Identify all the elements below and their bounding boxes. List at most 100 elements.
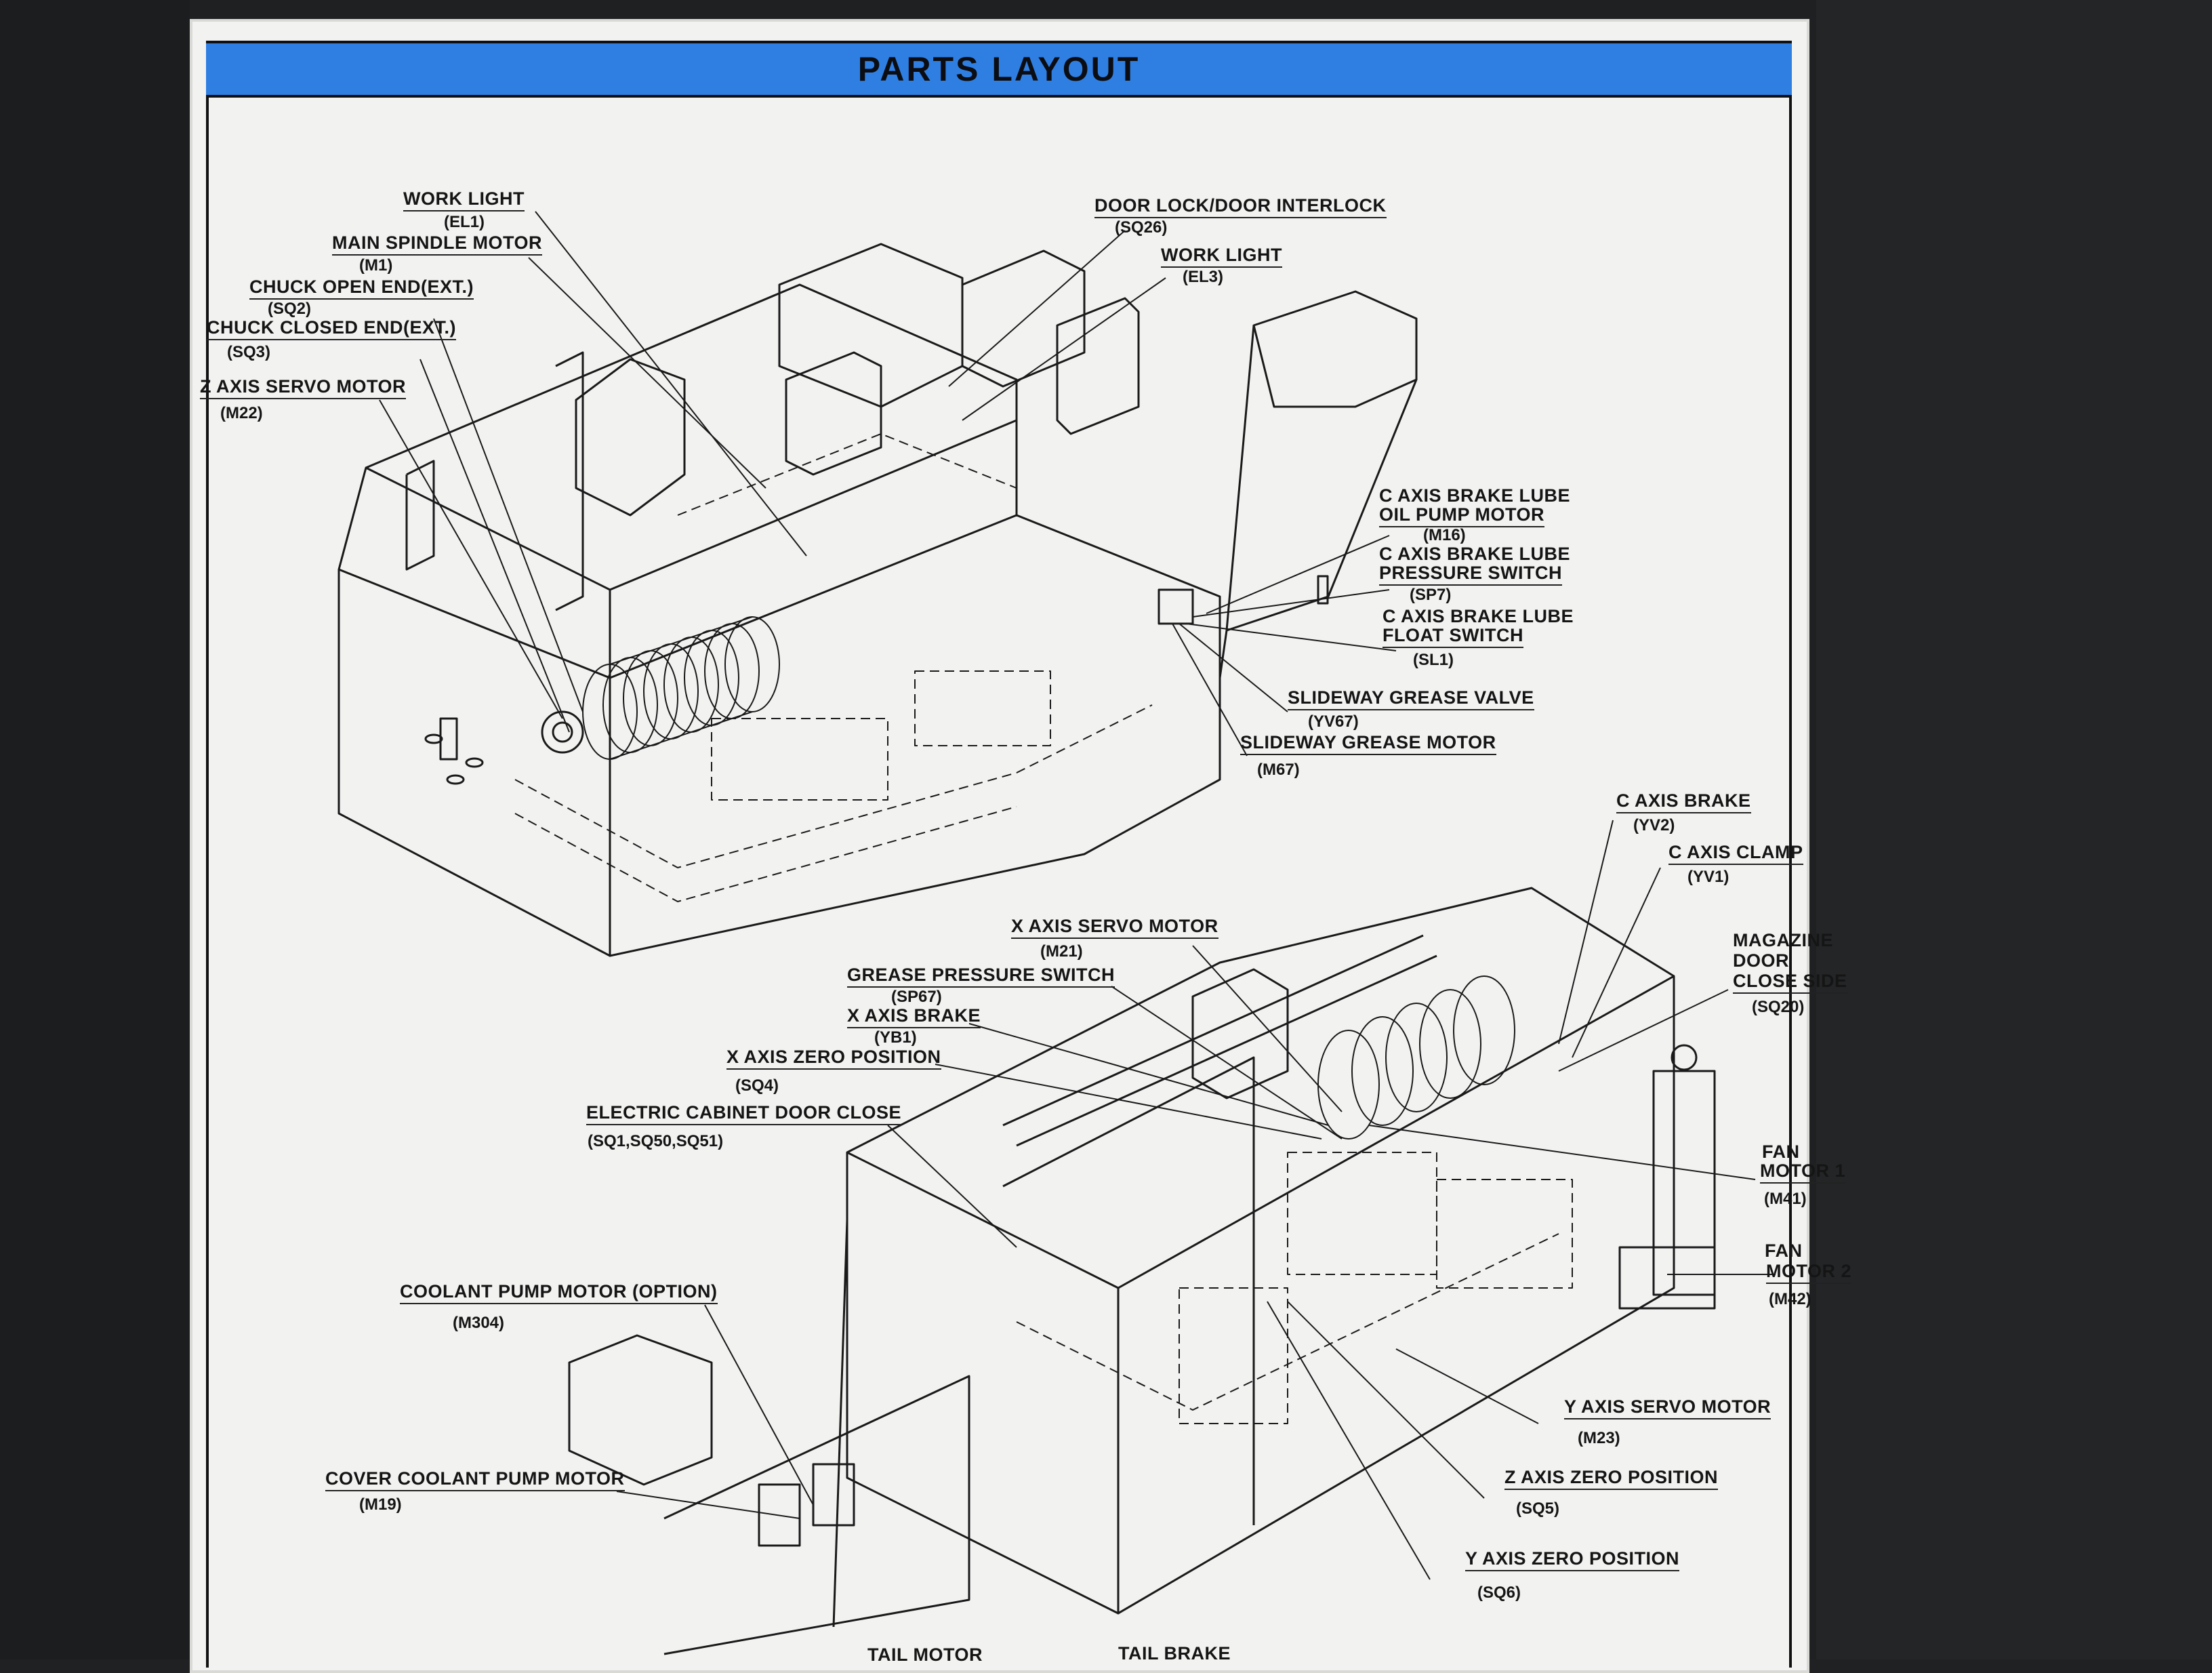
upper-door-edge xyxy=(555,351,584,611)
cabinet-knob xyxy=(1671,1044,1698,1071)
upper-machine xyxy=(337,243,1418,957)
label-door-lock: DOOR LOCK/DOOR INTERLOCK xyxy=(1094,197,1387,218)
code-m16: (M16) xyxy=(1423,526,1466,544)
code-sq3: (SQ3) xyxy=(227,343,271,361)
coolant-tank xyxy=(568,1334,713,1486)
code-sq2: (SQ2) xyxy=(268,300,312,318)
label-c-brake-lube-pump-1: C AXIS BRAKE LUBE xyxy=(1379,485,1571,506)
label-tail-brake: TAIL BRAKE xyxy=(1118,1643,1231,1664)
code-m41: (M41) xyxy=(1764,1190,1807,1208)
label-grease-pressure-switch: GREASE PRESSURE SWITCH xyxy=(847,966,1115,988)
label-c-brake-lube-float-1: C AXIS BRAKE LUBE xyxy=(1382,606,1574,626)
upper-machine-top-edge xyxy=(365,283,1018,515)
code-el3: (EL3) xyxy=(1183,268,1223,286)
label-z-axis-servo-motor: Z AXIS SERVO MOTOR xyxy=(200,378,407,399)
parts-layout-plate xyxy=(190,19,1809,1673)
side-hole-c xyxy=(424,733,443,744)
label-magazine-1: MAGAZINE xyxy=(1733,930,1833,950)
label-coolant-pump: COOLANT PUMP MOTOR (OPTION) xyxy=(400,1283,718,1304)
label-y-axis-zero: Y AXIS ZERO POSITION xyxy=(1465,1550,1680,1571)
code-yv2: (YV2) xyxy=(1633,816,1675,834)
label-magazine-3: CLOSE SIDE xyxy=(1733,972,1847,994)
label-main-spindle-motor: MAIN SPINDLE MOTOR xyxy=(332,234,543,256)
upper-cabinet-c xyxy=(961,249,1086,388)
side-hole-a xyxy=(446,774,465,785)
side-slot xyxy=(439,717,458,761)
code-sp67: (SP67) xyxy=(891,988,942,1006)
upper-cabinet-a xyxy=(575,358,686,517)
lower-machine-divider xyxy=(1002,1056,1255,1525)
upper-cabinet-b xyxy=(778,243,964,408)
label-chuck-closed-end: CHUCK CLOSED END(EXT.) xyxy=(207,319,457,340)
fan-box xyxy=(1618,1246,1716,1310)
chuck-center xyxy=(552,721,573,743)
label-chuck-open-end: CHUCK OPEN END(EXT.) xyxy=(249,278,474,300)
code-m21: (M21) xyxy=(1040,942,1083,961)
label-slideway-grease-motor: SLIDEWAY GREASE MOTOR xyxy=(1240,733,1496,755)
label-fan2-1: FAN xyxy=(1765,1241,1803,1261)
code-yv1: (YV1) xyxy=(1687,868,1729,886)
label-fan1-1: FAN xyxy=(1762,1142,1800,1162)
upper-cabinet-e xyxy=(785,351,882,476)
leader-lines xyxy=(379,211,1776,1580)
label-slideway-grease-valve: SLIDEWAY GREASE VALVE xyxy=(1288,689,1534,710)
upper-machine-left-panel xyxy=(337,466,611,956)
label-x-axis-zero: X AXIS ZERO POSITION xyxy=(726,1048,941,1070)
code-sp7: (SP7) xyxy=(1410,586,1452,604)
upper-door-frame xyxy=(405,460,435,571)
label-cover-coolant-pump: COVER COOLANT PUMP MOTOR xyxy=(325,1470,625,1491)
code-sq6: (SQ6) xyxy=(1477,1584,1521,1602)
code-sq1-50-51: (SQ1,SQ50,SQ51) xyxy=(588,1132,724,1150)
upper-hidden-lines xyxy=(514,433,1153,902)
pump-b xyxy=(812,1463,855,1527)
label-tail-motor: TAIL MOTOR xyxy=(867,1645,983,1665)
code-sq4: (SQ4) xyxy=(735,1076,779,1095)
label-work-light-1: WORK LIGHT xyxy=(403,190,525,211)
code-yv67: (YV67) xyxy=(1308,712,1359,731)
code-sl1: (SL1) xyxy=(1413,651,1454,669)
code-yb1: (YB1) xyxy=(874,1028,917,1047)
label-c-axis-brake: C AXIS BRAKE xyxy=(1616,792,1751,813)
lower-hidden-lines xyxy=(1016,1152,1573,1424)
lower-machine-body xyxy=(846,1151,1120,1615)
code-m67: (M67) xyxy=(1257,761,1300,779)
label-magazine-2: DOOR xyxy=(1733,950,1789,971)
page-title: PARTS LAYOUT xyxy=(857,50,1141,88)
label-y-axis-servo-motor: Y AXIS SERVO MOTOR xyxy=(1564,1398,1771,1419)
label-c-brake-lube-pressure-2: PRESSURE SWITCH xyxy=(1379,564,1563,586)
lube-tank xyxy=(1317,575,1329,605)
code-m304: (M304) xyxy=(453,1314,505,1332)
lube-unit xyxy=(1158,588,1194,625)
chuck xyxy=(541,710,584,754)
spindle-coil xyxy=(582,616,780,760)
label-c-brake-lube-pressure-1: C AXIS BRAKE LUBE xyxy=(1379,544,1571,564)
label-fan1-2: MOTOR 1 xyxy=(1760,1162,1846,1184)
code-sq26: (SQ26) xyxy=(1115,218,1168,237)
coolant-base xyxy=(663,1375,970,1655)
chip-conveyor-chute xyxy=(1225,325,1418,632)
lower-spindle-coil xyxy=(1317,975,1515,1140)
code-el1: (EL1) xyxy=(444,213,485,231)
coolant-leg xyxy=(832,1220,848,1628)
rail-b xyxy=(1016,954,1437,1147)
title-banner: PARTS LAYOUT xyxy=(206,41,1792,98)
upper-machine-base xyxy=(337,514,1221,957)
code-sq20: (SQ20) xyxy=(1752,998,1805,1016)
code-m1: (M1) xyxy=(359,256,393,275)
lower-machine-top-edge xyxy=(846,887,1675,1154)
label-c-brake-lube-float-2: FLOAT SWITCH xyxy=(1382,626,1523,648)
rail-a xyxy=(1002,934,1424,1127)
label-electric-cabinet: ELECTRIC CABINET DOOR CLOSE xyxy=(586,1104,902,1125)
pump-a xyxy=(758,1483,801,1547)
code-m22: (M22) xyxy=(220,404,263,422)
label-x-axis-brake: X AXIS BRAKE xyxy=(847,1007,981,1028)
label-c-axis-clamp: C AXIS CLAMP xyxy=(1668,843,1803,865)
label-c-brake-lube-pump-2: OIL PUMP MOTOR xyxy=(1379,506,1545,527)
upper-machine-top-line xyxy=(609,419,1017,591)
lower-machine-rear-panel xyxy=(1118,975,1675,1615)
code-sq5: (SQ5) xyxy=(1516,1499,1560,1518)
code-m42: (M42) xyxy=(1769,1290,1811,1308)
label-fan2-2: MOTOR 2 xyxy=(1766,1262,1852,1284)
chip-conveyor-head xyxy=(1252,290,1418,408)
